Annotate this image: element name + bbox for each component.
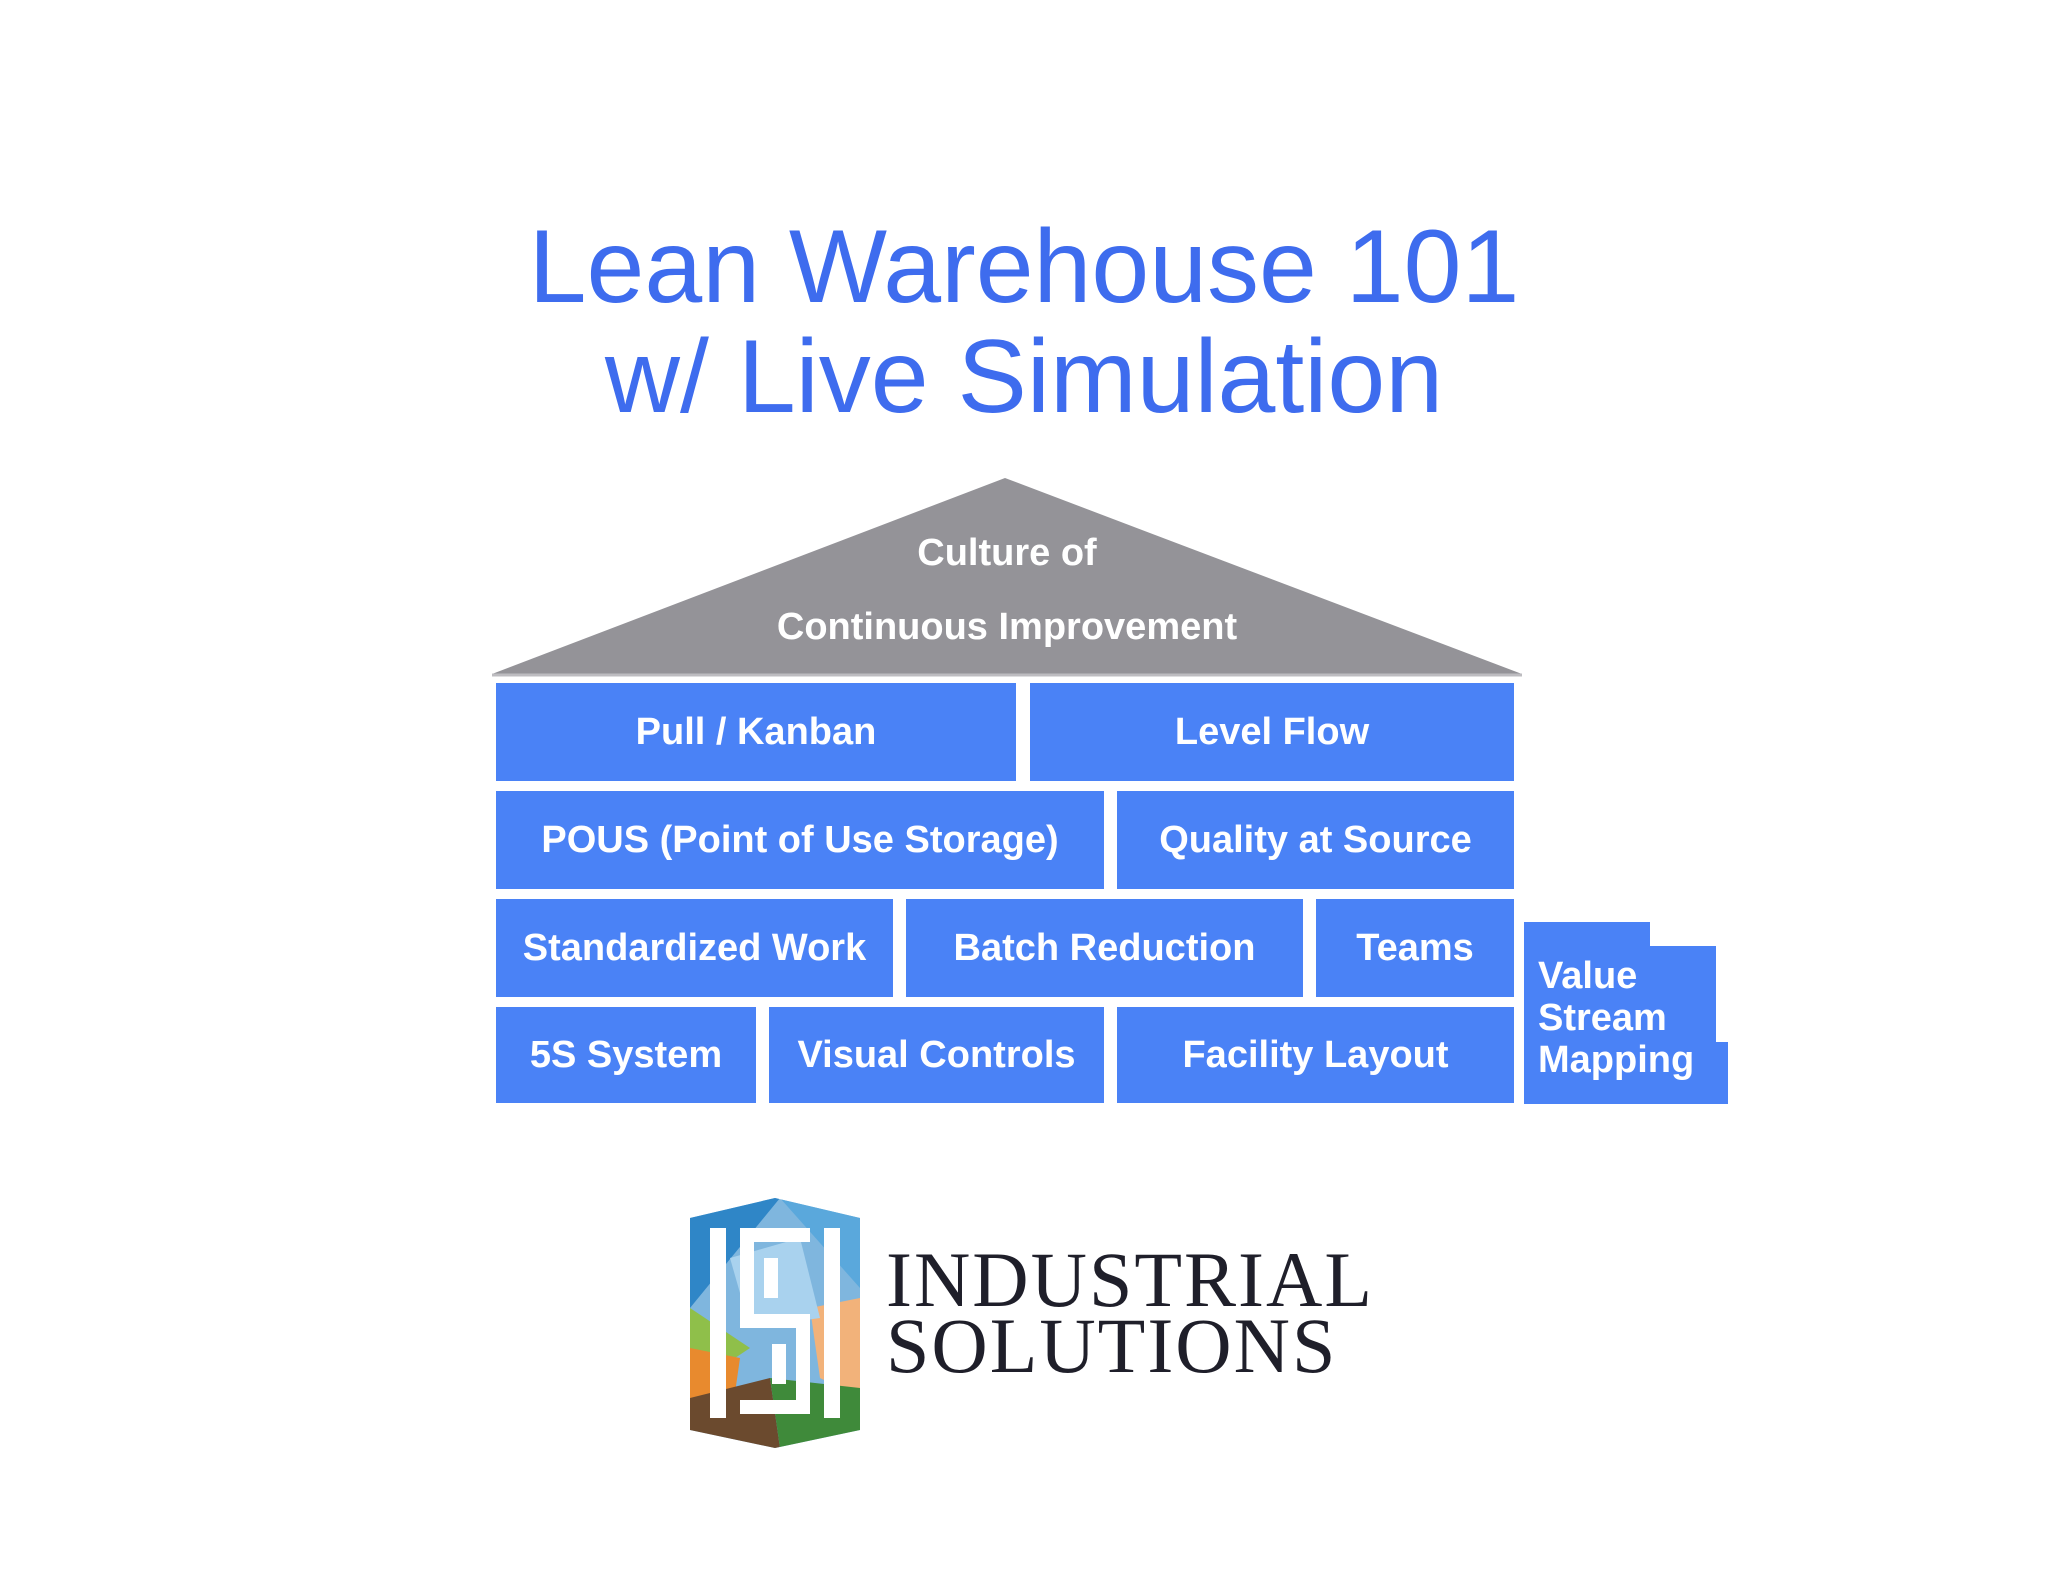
title-line-2: w/ Live Simulation — [604, 319, 1444, 435]
block-pous: POUS (Point of Use Storage) — [496, 791, 1104, 889]
roof-text-line-1: Culture of — [917, 532, 1097, 574]
house-roof — [492, 478, 1522, 677]
block-visual-controls: Visual Controls — [769, 1007, 1104, 1103]
block-teams: Teams — [1316, 899, 1514, 997]
vsm-line-2: Stream — [1538, 997, 1667, 1039]
block-pull-kanban: Pull / Kanban — [496, 683, 1016, 781]
block-quality-at-source: Quality at Source — [1117, 791, 1514, 889]
vsm-line-3: Mapping — [1538, 1039, 1695, 1081]
isi-logo-icon — [690, 1198, 860, 1448]
logo-text-line-1: INDUSTRIAL — [886, 1236, 1374, 1323]
block-value-stream-mapping — [1524, 922, 1728, 1104]
roof-text-line-2: Continuous Improvement — [776, 606, 1238, 648]
value-stream-mapping-label: Value Stream Mapping — [1538, 955, 1694, 1081]
block-5s-system: 5S System — [496, 1007, 756, 1103]
block-level-flow: Level Flow — [1030, 683, 1514, 781]
block-standardized-work: Standardized Work — [496, 899, 893, 997]
block-facility-layout: Facility Layout — [1117, 1007, 1514, 1103]
block-batch-reduction: Batch Reduction — [906, 899, 1303, 997]
vsm-line-1: Value — [1538, 955, 1638, 997]
logo-text-line-2: SOLUTIONS — [886, 1302, 1338, 1389]
title-line-1: Lean Warehouse 101 — [528, 209, 1520, 325]
